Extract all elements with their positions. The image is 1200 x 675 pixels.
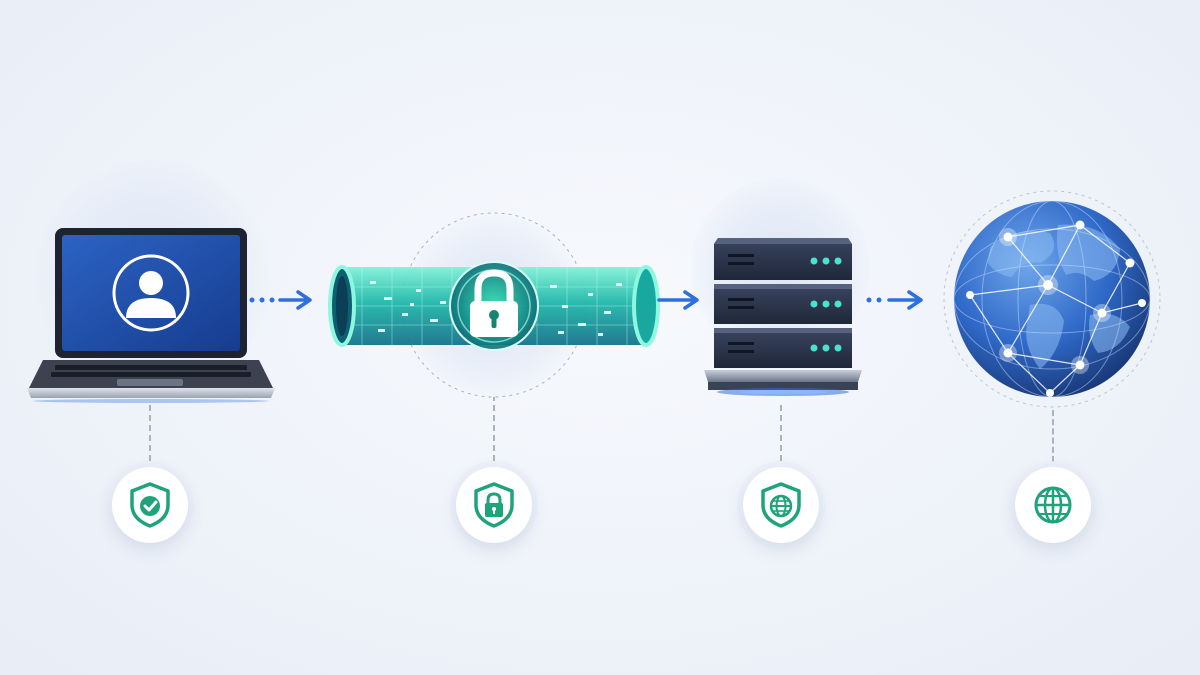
shield-check-icon	[128, 481, 172, 529]
globe-network-icon	[930, 185, 1170, 410]
shield-lock-icon	[472, 481, 516, 529]
badge-encryption	[456, 467, 532, 543]
server-stack-icon	[700, 230, 865, 405]
laptop-user-icon	[25, 228, 285, 403]
tunnel-lock-icon	[322, 205, 667, 405]
globe-icon	[1031, 483, 1075, 527]
badge-internet	[1015, 467, 1091, 543]
badge-server-security	[743, 467, 819, 543]
drop-line-3	[780, 405, 782, 461]
drop-line-2	[493, 405, 495, 461]
drop-line-1	[149, 405, 151, 461]
drop-line-4	[1052, 410, 1054, 462]
connector-arrow-2	[655, 288, 705, 312]
connector-arrow-1	[248, 288, 318, 312]
badge-device-security	[112, 467, 188, 543]
connector-arrow-3	[865, 288, 930, 312]
shield-globe-icon	[759, 481, 803, 529]
